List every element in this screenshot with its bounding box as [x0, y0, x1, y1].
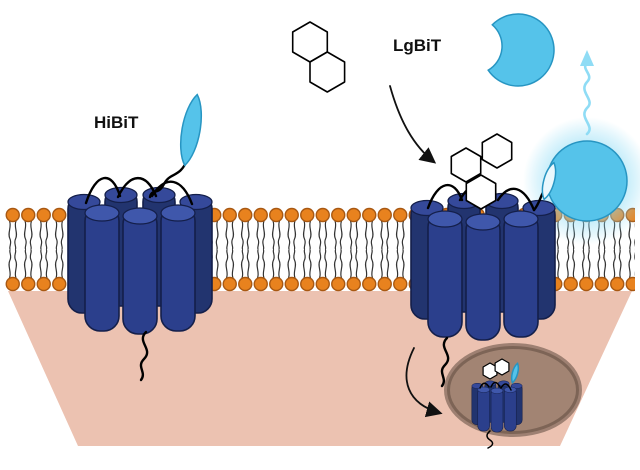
lgbit-hibit-complex: [541, 140, 628, 222]
binding-arrow: [389, 85, 437, 164]
internalized-hibit-tag: [510, 362, 520, 384]
internalization-arrow: [405, 347, 443, 418]
hibit-tether: [148, 158, 189, 199]
lgbit-enzyme: [487, 13, 555, 87]
emission-arrowhead: [580, 50, 594, 66]
internalized-tail: [486, 430, 494, 449]
internalized-receptor: [472, 381, 522, 432]
hibit-tag: [179, 93, 203, 167]
docked-hibit-tag: [541, 161, 557, 201]
membrane-receptor-left: [68, 188, 212, 335]
bound-substrate-hexagons: [450, 133, 513, 210]
intracellular-tail-right: [440, 336, 450, 388]
hibit-label: HiBiT: [94, 113, 139, 132]
internalized-substrate: [494, 358, 510, 376]
emission-arrow: [580, 50, 594, 136]
intracellular-tail-left: [139, 330, 149, 382]
substrate-molecule: [291, 21, 346, 93]
lgbit-label: LgBiT: [393, 36, 442, 55]
endosome: [444, 343, 582, 449]
internalized-loops: [479, 381, 512, 391]
membrane-receptor-right: [411, 194, 555, 341]
extracellular-loops-left: [84, 176, 194, 206]
